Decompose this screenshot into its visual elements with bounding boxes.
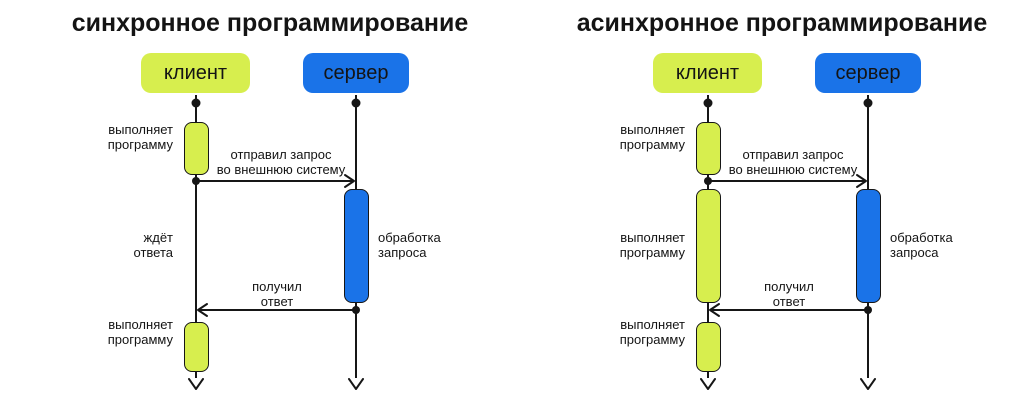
lifeline-start-dot — [351, 98, 361, 108]
left-arrowhead-icon — [709, 303, 720, 317]
diagram-title: асинхронное программирование — [576, 9, 988, 37]
lifeline-start-dot — [703, 98, 713, 108]
down-arrowhead-icon — [188, 378, 204, 390]
down-arrowhead-icon — [700, 378, 716, 390]
lifeline-start-dot — [863, 98, 873, 108]
right-arrowhead-icon — [344, 174, 355, 188]
response-arrow — [197, 303, 360, 317]
server-activation-bar — [856, 189, 881, 303]
client-state-label-middle: выполняет программу — [619, 230, 685, 260]
client-activity-label-bottom: выполняет программу — [107, 317, 173, 347]
diagram-title: синхронное программирование — [71, 9, 469, 37]
response-message-label: получил ответ — [764, 279, 814, 309]
client-activity-label-top: выполняет программу — [107, 122, 173, 152]
client-activity-label-bottom: выполняет программу — [619, 317, 685, 347]
response-arrow — [709, 303, 872, 317]
server-processing-label: обработка запроса — [378, 230, 441, 260]
client-actor-box: клиент — [141, 53, 250, 93]
client-activation-bar-bottom — [184, 322, 209, 372]
server-actor-box: сервер — [303, 53, 409, 93]
request-message-label: отправил запрос во внешнюю систему — [728, 147, 858, 177]
client-state-label-middle: ждёт ответа — [133, 230, 174, 260]
server-activation-bar — [344, 189, 369, 303]
lifeline-start-dot — [191, 98, 201, 108]
client-activation-bar-top — [184, 122, 209, 175]
server-actor-box: сервер — [815, 53, 921, 93]
request-arrow — [704, 174, 867, 188]
down-arrowhead-icon — [860, 378, 876, 390]
client-activation-bar-bottom — [696, 322, 721, 372]
client-activation-bar-top — [696, 122, 721, 175]
request-message-label: отправил запрос во внешнюю систему — [216, 147, 346, 177]
request-arrow — [192, 174, 355, 188]
down-arrowhead-icon — [348, 378, 364, 390]
async-panel: асинхронное программирование клиент серв… — [512, 0, 1024, 401]
left-arrowhead-icon — [197, 303, 208, 317]
right-arrowhead-icon — [856, 174, 867, 188]
server-processing-label: обработка запроса — [890, 230, 953, 260]
client-activity-label-top: выполняет программу — [619, 122, 685, 152]
client-actor-box: клиент — [653, 53, 762, 93]
sync-panel: синхронное программирование клиент серве… — [72, 9, 468, 390]
client-activation-bar-middle — [696, 189, 721, 303]
response-message-label: получил ответ — [252, 279, 302, 309]
